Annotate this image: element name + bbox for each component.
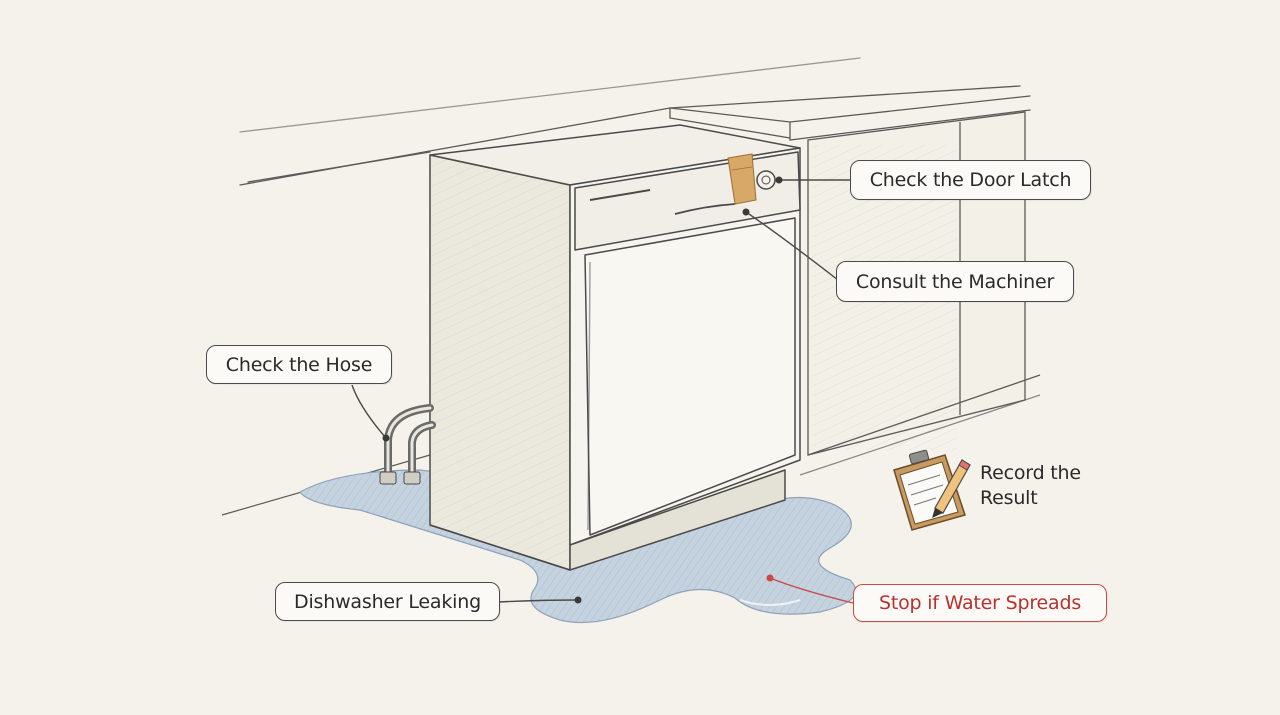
left-cabinet xyxy=(221,155,431,516)
consult-machine-callout: Consult the Machiner xyxy=(836,261,1074,302)
leader-dots xyxy=(382,176,783,604)
dishwasher-leaking-callout: Dishwasher Leaking xyxy=(275,582,500,621)
stop-water-callout: Stop if Water Spreads xyxy=(853,584,1107,622)
record-result-label-line1: Record the xyxy=(980,462,1081,484)
stop-leader-line xyxy=(769,577,854,604)
leader-lines xyxy=(351,179,852,603)
clipboard-icon xyxy=(893,449,966,531)
hose-pipe xyxy=(384,404,436,482)
door-latch-callout: Check the Door Latch xyxy=(850,160,1091,200)
pencil-icon xyxy=(932,459,971,518)
door-latch-tape xyxy=(727,153,757,205)
check-hose-callout: Check the Hose xyxy=(206,345,392,384)
countertop xyxy=(239,57,1031,186)
record-result-label-line2: Result xyxy=(980,487,1038,509)
control-knob xyxy=(756,170,776,190)
